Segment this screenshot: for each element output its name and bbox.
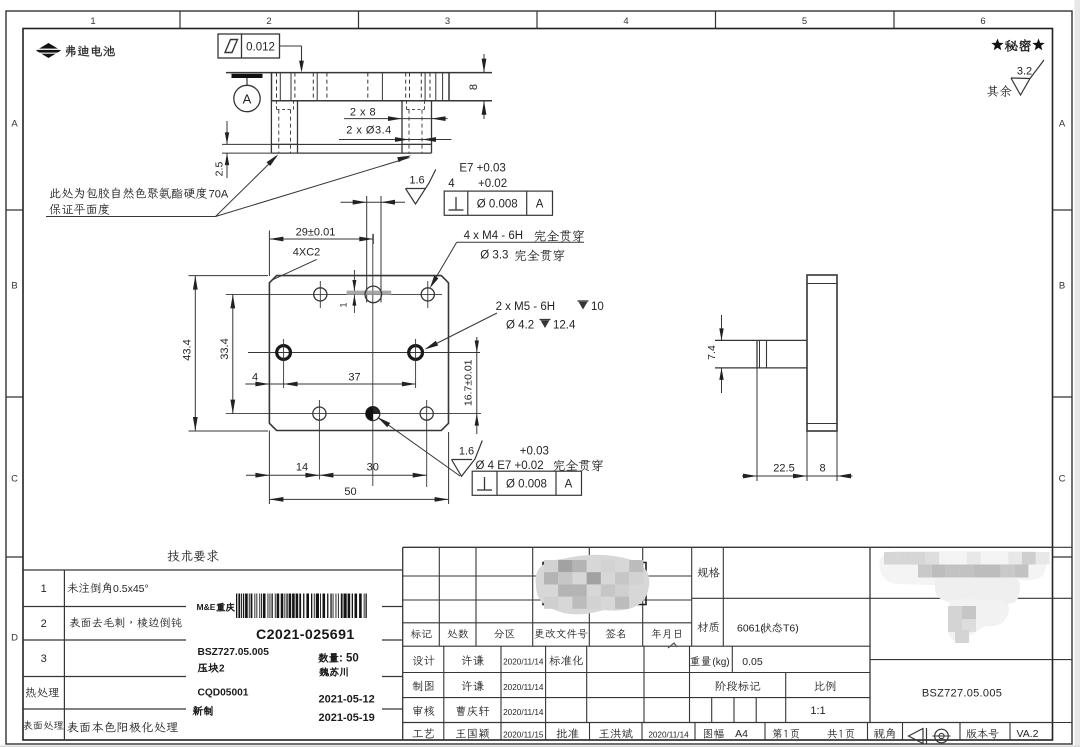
svg-text:2 x M5 - 6H: 2 x M5 - 6H (496, 301, 555, 313)
svg-text:A4: A4 (735, 728, 748, 740)
svg-text:2.5: 2.5 (214, 162, 226, 177)
svg-text:1:1: 1:1 (810, 705, 825, 717)
svg-text:4: 4 (448, 178, 455, 190)
svg-text:1: 1 (339, 302, 349, 307)
svg-text:12.4: 12.4 (553, 320, 576, 332)
svg-text:2021-05-12: 2021-05-12 (319, 694, 375, 706)
svg-text:2: 2 (266, 16, 271, 27)
svg-text:BSZ727.05.005: BSZ727.05.005 (198, 647, 270, 658)
svg-text:6: 6 (980, 16, 985, 27)
svg-text:1: 1 (41, 583, 47, 595)
svg-text:0.012: 0.012 (246, 42, 275, 54)
svg-text:7.4: 7.4 (706, 345, 718, 360)
svg-text:70A: 70A (209, 189, 229, 201)
svg-text:Ø 0.008: Ø 0.008 (506, 479, 547, 491)
svg-text:22.5: 22.5 (773, 463, 794, 475)
svg-text:+0.03: +0.03 (520, 446, 549, 458)
svg-text:Ø 4 E7 +0.02: Ø 4 E7 +0.02 (476, 460, 544, 472)
svg-text:T6): T6) (783, 623, 799, 635)
svg-text:2: 2 (41, 618, 47, 630)
svg-text:: 50: : 50 (339, 653, 359, 665)
svg-text:16.7±0.01: 16.7±0.01 (463, 359, 475, 406)
svg-text:+0.02: +0.02 (478, 178, 507, 190)
svg-text:50: 50 (344, 486, 356, 498)
svg-text:2: 2 (219, 664, 225, 675)
svg-text:5: 5 (802, 16, 807, 27)
svg-text:30: 30 (367, 462, 379, 474)
svg-text:Ø 4.2: Ø 4.2 (506, 320, 534, 332)
svg-text:1.6: 1.6 (409, 175, 424, 187)
svg-text:CQD05001: CQD05001 (198, 688, 249, 699)
svg-text:43.4: 43.4 (182, 339, 194, 360)
svg-text:2020/11/14: 2020/11/14 (503, 708, 544, 717)
svg-text:B: B (11, 281, 17, 292)
svg-text:1.6: 1.6 (459, 446, 474, 458)
svg-text:C: C (11, 474, 18, 485)
svg-text:4XC2: 4XC2 (293, 247, 321, 259)
svg-text:C: C (1059, 474, 1066, 485)
svg-text:A: A (565, 479, 573, 491)
svg-text:A: A (1059, 119, 1066, 130)
svg-text:E7 +0.03: E7 +0.03 (459, 163, 505, 175)
svg-text:3: 3 (41, 653, 47, 665)
svg-text:2021-05-19: 2021-05-19 (319, 712, 375, 724)
svg-text:A: A (11, 119, 18, 130)
svg-text:6061(: 6061( (737, 623, 764, 635)
svg-text:B: B (1059, 281, 1065, 292)
svg-text:0.5x45°: 0.5x45° (113, 583, 149, 595)
svg-text:4 x M4 - 6H: 4 x M4 - 6H (464, 230, 523, 242)
svg-text:Ø 3.3: Ø 3.3 (480, 250, 508, 262)
svg-text:BSZ727.05.005: BSZ727.05.005 (922, 688, 1002, 700)
svg-text:2 x 8: 2 x 8 (350, 107, 376, 119)
svg-text:8: 8 (819, 463, 825, 475)
svg-text:(kg): (kg) (712, 657, 729, 668)
svg-text:8: 8 (468, 84, 480, 90)
svg-text:4: 4 (252, 372, 258, 384)
svg-text:C2021-025691: C2021-025691 (256, 627, 355, 643)
svg-text:29±0.01: 29±0.01 (296, 227, 336, 239)
svg-text:10: 10 (591, 301, 604, 313)
svg-text:4: 4 (623, 16, 628, 27)
svg-text:1: 1 (90, 16, 95, 27)
svg-text:M&E: M&E (197, 602, 216, 612)
svg-text:Ø 0.008: Ø 0.008 (477, 199, 518, 211)
svg-text:3.2: 3.2 (1017, 66, 1032, 78)
svg-text:2020/11/15: 2020/11/15 (503, 731, 544, 740)
svg-text:D: D (11, 633, 18, 644)
svg-text:2020/11/14: 2020/11/14 (648, 731, 689, 740)
svg-text:A: A (536, 199, 544, 211)
svg-text:0.05: 0.05 (742, 656, 763, 668)
svg-text:2020/11/14: 2020/11/14 (503, 658, 544, 667)
svg-text:33.4: 33.4 (219, 338, 231, 359)
svg-text:2 x Ø3.4: 2 x Ø3.4 (346, 125, 392, 137)
svg-text:2020/11/14: 2020/11/14 (503, 683, 544, 692)
svg-text:3: 3 (445, 16, 450, 27)
svg-text:VA.2: VA.2 (1017, 728, 1039, 740)
svg-text:37: 37 (348, 372, 360, 384)
svg-text:14: 14 (296, 462, 308, 474)
svg-text:A: A (243, 92, 252, 107)
